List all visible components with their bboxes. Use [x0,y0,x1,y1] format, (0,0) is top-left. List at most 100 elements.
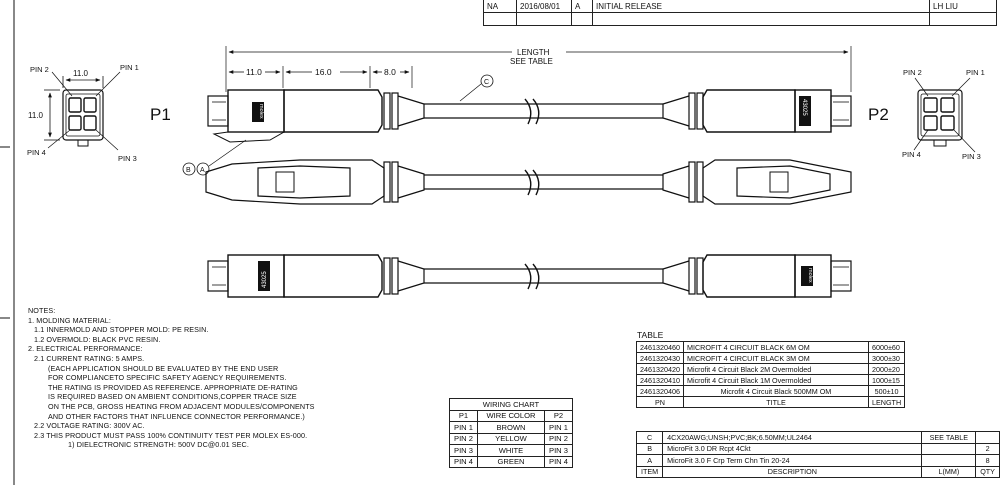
bom-item: A [635,454,664,467]
bom-footer-cell: ITEM [635,465,664,478]
p1-height-dim: 11.0 [28,111,44,120]
note-line: THE RATING IS PROVIDED AS REFERENCE. APP… [48,382,298,392]
callout-b-circle [182,162,196,176]
notes-block: NOTES: 1. MOLDING MATERIAL: 1.1 INNERMOL… [28,306,438,450]
part-stamp-bottom: 43025 [262,271,268,288]
part-stamp-p2: 43025 [801,99,807,116]
table-row: C 4CX20AWG;UNSH;PVC;BK;6.50MM;UL2464 SEE… [635,431,1000,444]
footer-cell: PN [636,396,684,408]
p2-end-view [917,89,963,147]
note-line: FOR COMPLIANCETO SPECIFIC SAFETY AGENCY … [48,373,287,383]
note-line: 2. ELECTRICAL PERFORMANCE: [28,344,143,354]
rev-by-cell: LH LIU [929,0,997,13]
note-line: 1. MOLDING MATERIAL: [28,315,111,325]
dim-11: 11.0 [246,67,262,77]
wiring-cell: PIN 2 [449,432,478,445]
p1-pin2-label: PIN 2 [30,65,49,74]
bom-qty [975,431,1000,444]
p1-label: P1 [150,105,171,124]
pn-cell: 2461320420 [636,363,684,375]
table-row: 2461320406 Microfit 4 Circuit Black 500M… [636,385,906,397]
footer-cell: LENGTH [867,396,906,408]
title-cell: Microfit 4 Circuit Black 500MM OM [682,385,869,397]
pn-cell: 2461320406 [636,385,684,397]
callout-b-label: B [186,167,191,174]
p1-end-view [62,89,104,147]
wiring-cell: PIN 1 [449,421,478,434]
note-line: 1.2 OVERMOLD: BLACK PVC RESIN. [34,334,161,344]
length-table: 2461320460 MICROFIT 4 CIRCUIT BLACK 6M O… [636,341,906,408]
p1-pin3-label: PIN 3 [118,154,137,163]
title-cell: MICROFIT 4 CIRCUIT BLACK 6M OM [682,341,869,353]
wiring-cell: PIN 3 [544,444,573,457]
revision-row [483,12,997,26]
molex-brand-right: molex [807,268,813,283]
footer-cell: TITLE [682,396,869,408]
pn-cell: 2461320430 [636,352,684,364]
stamp-badge-bottom [258,261,270,291]
note-line: 1.1 INNERMOLD AND STOPPER MOLD: PE RESIN… [34,325,209,335]
molex-badge-left [252,102,264,122]
table-row: PIN 4 GREEN PIN 4 [449,455,573,468]
rev-desc-cell [592,12,930,26]
bom-desc: 4CX20AWG;UNSH;PVC;BK;6.50MM;UL2464 [662,431,923,444]
title-cell: MICROFIT 4 CIRCUIT BLACK 3M OM [682,352,869,364]
molex-brand-left: molex [258,104,264,119]
note-line: IS REQUIRED BASED ON AMBIENT CONDITIONS,… [48,392,297,402]
rev-desc-cell: INITIAL RELEASE [592,0,930,13]
wiring-cell: GREEN [477,455,545,468]
revision-table: NA 2016/08/01 A INITIAL RELEASE LH LIU [483,0,997,26]
title-cell: Microfit 4 Circuit Black 2M Overmolded [682,363,869,375]
bom-footer-cell: QTY [975,465,1000,478]
dim-16: 16.0 [315,67,332,77]
length-table-footer: PN TITLE LENGTH [636,396,906,408]
bill-of-materials: C 4CX20AWG;UNSH;PVC;BK;6.50MM;UL2464 SEE… [635,431,1000,478]
p2-pin3-label: PIN 3 [962,152,981,161]
p1-width-dim: 11.0 [73,69,89,78]
rev-date-cell: 2016/08/01 [516,0,572,13]
cable-assembly-middle [205,159,852,205]
note-line: AND OTHER FACTORS THAT INFLUENCE CONNECT… [48,411,305,421]
length-cell: 2000±20 [867,363,906,375]
table-row: A MicroFit 3.0 F Crp Term Chn Tin 20-24 … [635,454,1000,467]
length-cell: 1000±15 [867,374,906,386]
rev-letter-cell [571,12,593,26]
p1-pin1-label: PIN 1 [120,63,139,72]
bom-footer: ITEM DESCRIPTION L(MM) QTY [635,465,1000,478]
table-row: 2461320430 MICROFIT 4 CIRCUIT BLACK 3M O… [636,352,906,364]
note-line: 2.1 CURRENT RATING: 5 AMPS. [34,353,145,363]
bom-footer-cell: DESCRIPTION [662,465,923,478]
cable-assembly-bottom: 43025 molex [207,254,852,298]
dim-8: 8.0 [384,67,396,77]
wiring-header: P2 [544,409,573,422]
wiring-cell: BROWN [477,421,545,434]
pn-cell: 2461320410 [636,374,684,386]
p2-label: P2 [868,105,889,124]
note-line: 2.3 THIS PRODUCT MUST PASS 100% CONTINUI… [34,430,308,440]
length-table-caption: TABLE [637,330,664,340]
p2-pin4-label: PIN 4 [902,150,921,159]
callout-c-label: C [484,79,489,86]
table-row: 2461320420 Microfit 4 Circuit Black 2M O… [636,363,906,375]
p2-pin1-label: PIN 1 [966,68,985,77]
length-cell: 6000±60 [867,341,906,353]
wiring-header-row: P1 WIRE COLOR P2 [449,409,573,422]
bom-length [921,454,977,467]
rev-by-cell [929,12,997,26]
wiring-header: WIRE COLOR [477,409,545,422]
title-cell: Microfit 4 Circuit Black 1M Overmolded [682,374,869,386]
wiring-chart: WIRING CHART P1 WIRE COLOR P2 PIN 1 BROW… [449,398,573,468]
table-row: 2461320410 Microfit 4 Circuit Black 1M O… [636,374,906,386]
rev-cell: NA [483,0,517,13]
length-cell: 3000±30 [867,352,906,364]
bom-length: SEE TABLE [921,431,977,444]
bom-qty: 8 [975,454,1000,467]
wiring-cell: PIN 2 [544,432,573,445]
table-row: PIN 2 YELLOW PIN 2 [449,432,573,445]
wiring-cell: PIN 1 [544,421,573,434]
wiring-cell: PIN 4 [544,455,573,468]
wiring-header: P1 [449,409,478,422]
see-table-label: SEE TABLE [510,57,553,66]
bom-desc: MicroFit 3.0 F Crp Term Chn Tin 20-24 [662,454,923,467]
